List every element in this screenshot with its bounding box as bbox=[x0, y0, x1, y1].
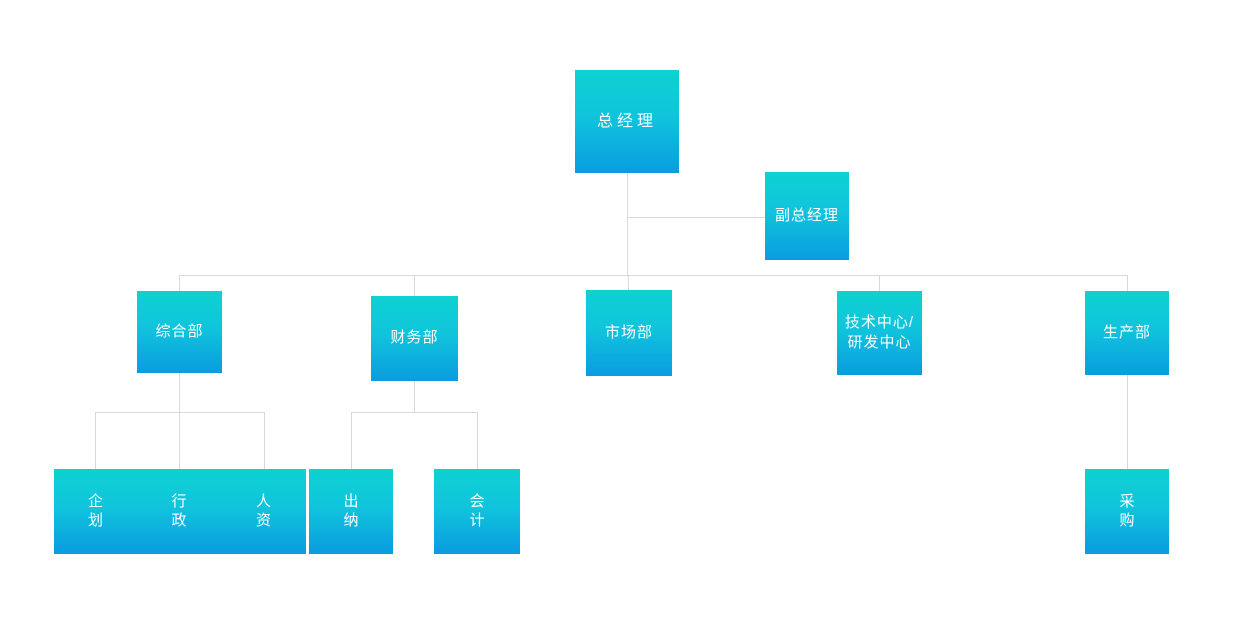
node-team-administration-label: 行政 bbox=[171, 492, 188, 529]
node-department-production-label: 生产部 bbox=[1102, 323, 1151, 341]
connector-drop-dept-3 bbox=[628, 275, 629, 290]
node-team-accounting-label: 会计 bbox=[469, 492, 486, 529]
connector-drop-dept-5 bbox=[1127, 275, 1128, 291]
node-general-manager[interactable]: 总经理 bbox=[575, 70, 679, 173]
node-vice-general-manager-label: 副总经理 bbox=[774, 206, 839, 224]
node-team-planning[interactable]: 企划 bbox=[54, 469, 137, 554]
connector-drop-dept-2 bbox=[414, 275, 415, 296]
connector-vice-branch bbox=[627, 217, 765, 218]
node-team-procurement[interactable]: 采购 bbox=[1085, 469, 1169, 554]
node-department-marketing-label: 市场部 bbox=[604, 323, 653, 341]
node-department-production[interactable]: 生产部 bbox=[1085, 291, 1169, 375]
node-department-tech-rnd-center-label: 技术中心/ 研发中心 bbox=[844, 313, 915, 351]
connector-drop-dept-1 bbox=[179, 275, 180, 291]
node-team-cashier[interactable]: 出纳 bbox=[309, 469, 393, 554]
node-department-tech-rnd-center[interactable]: 技术中心/ 研发中心 bbox=[837, 291, 922, 375]
node-team-procurement-label: 采购 bbox=[1119, 492, 1136, 529]
node-vice-general-manager[interactable]: 副总经理 bbox=[765, 172, 849, 260]
connector-drop-chuna bbox=[351, 412, 352, 469]
node-team-planning-label: 企划 bbox=[88, 492, 105, 529]
node-team-accounting[interactable]: 会计 bbox=[434, 469, 520, 554]
node-department-general-affairs-label: 综合部 bbox=[155, 322, 204, 340]
connector-drop-kuaiji bbox=[477, 412, 478, 469]
connector-bus-caiwubu bbox=[351, 412, 477, 413]
connector-stem-zonghebu bbox=[179, 373, 180, 412]
node-general-manager-label: 总经理 bbox=[596, 112, 657, 130]
connector-department-bus bbox=[179, 275, 1127, 276]
node-team-cashier-label: 出纳 bbox=[343, 492, 360, 529]
connector-drop-renzi bbox=[264, 412, 265, 469]
node-team-administration[interactable]: 行政 bbox=[137, 469, 221, 554]
connector-stem-caiwubu bbox=[414, 381, 415, 412]
connector-drop-qihua bbox=[95, 412, 96, 469]
node-team-human-resources[interactable]: 人资 bbox=[221, 469, 306, 554]
connector-drop-xingzheng bbox=[179, 412, 180, 469]
node-team-human-resources-label: 人资 bbox=[256, 492, 273, 529]
node-department-finance[interactable]: 财务部 bbox=[371, 296, 458, 381]
node-department-finance-label: 财务部 bbox=[390, 329, 439, 347]
node-department-general-affairs[interactable]: 综合部 bbox=[137, 291, 222, 373]
node-department-marketing[interactable]: 市场部 bbox=[586, 290, 672, 376]
connector-root-stem bbox=[627, 173, 628, 275]
connector-drop-dept-4 bbox=[879, 275, 880, 291]
connector-stem-shengchanbu bbox=[1127, 375, 1128, 469]
